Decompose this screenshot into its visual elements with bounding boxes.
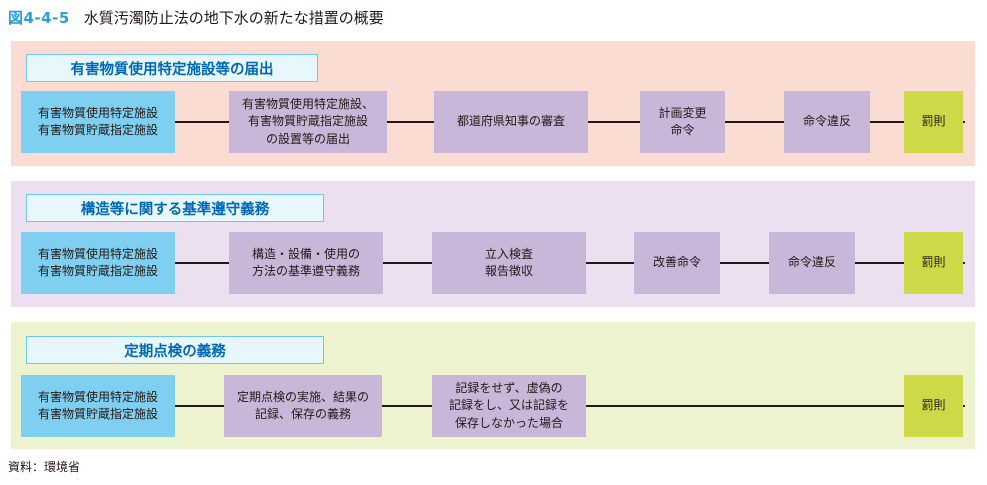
facility-box: 有害物質使用特定施設 有害物質貯蔵指定施設: [21, 232, 175, 294]
no-record-box: 記録をせず、虚偽の 記録をし、又は記録を 保存しなかった場合: [432, 375, 586, 437]
flow-row: 有害物質使用特定施設 有害物質貯蔵指定施設 定期点検の実施、結果の 記録、保存の…: [21, 375, 965, 437]
inspection-box: 立入検査 報告徴収: [432, 232, 586, 294]
facility-box: 有害物質使用特定施設 有害物質貯蔵指定施設: [21, 91, 175, 153]
flow-row: 有害物質使用特定施設 有害物質貯蔵指定施設 構造・設備・使用の 方法の基準遵守義…: [21, 232, 965, 294]
plan-change-order-box: 計画変更 命令: [640, 91, 725, 153]
standards-box: 構造・設備・使用の 方法の基準遵守義務: [229, 232, 383, 294]
flow-row: 有害物質使用特定施設 有害物質貯蔵指定施設 有害物質使用特定施設、 有害物質貯蔵…: [21, 91, 965, 153]
order-violation-box: 命令違反: [784, 91, 870, 153]
source-note: 資料：環境省: [8, 460, 81, 474]
notification-box: 有害物質使用特定施設、 有害物質貯蔵指定施設 の設置等の届出: [229, 91, 387, 153]
section-title: 構造等に関する基準遵守義務: [26, 194, 324, 222]
figure-header: 図4-4-5 水質汚濁防止法の地下水の新たな措置の概要: [8, 4, 384, 30]
penalty-box: 罰則: [904, 232, 963, 294]
improvement-order-box: 改善命令: [634, 232, 720, 294]
section-structure-standards: 構造等に関する基準遵守義務 有害物質使用特定施設 有害物質貯蔵指定施設 構造・設…: [11, 181, 975, 307]
inspection-duty-box: 定期点検の実施、結果の 記録、保存の義務: [224, 375, 382, 437]
section-title: 有害物質使用特定施設等の届出: [26, 54, 318, 82]
penalty-box: 罰則: [904, 91, 963, 153]
section-notification: 有害物質使用特定施設等の届出 有害物質使用特定施設 有害物質貯蔵指定施設 有害物…: [11, 41, 975, 166]
order-violation-box: 命令違反: [769, 232, 855, 294]
figure-number: 図4-4-5: [8, 8, 70, 27]
review-box: 都道府県知事の審査: [434, 91, 588, 153]
section-title: 定期点検の義務: [26, 336, 324, 364]
penalty-box: 罰則: [904, 375, 963, 437]
section-periodic-inspection: 定期点検の義務 有害物質使用特定施設 有害物質貯蔵指定施設 定期点検の実施、結果…: [11, 322, 975, 449]
figure-title: 水質汚濁防止法の地下水の新たな措置の概要: [83, 8, 384, 27]
facility-box: 有害物質使用特定施設 有害物質貯蔵指定施設: [21, 375, 175, 437]
